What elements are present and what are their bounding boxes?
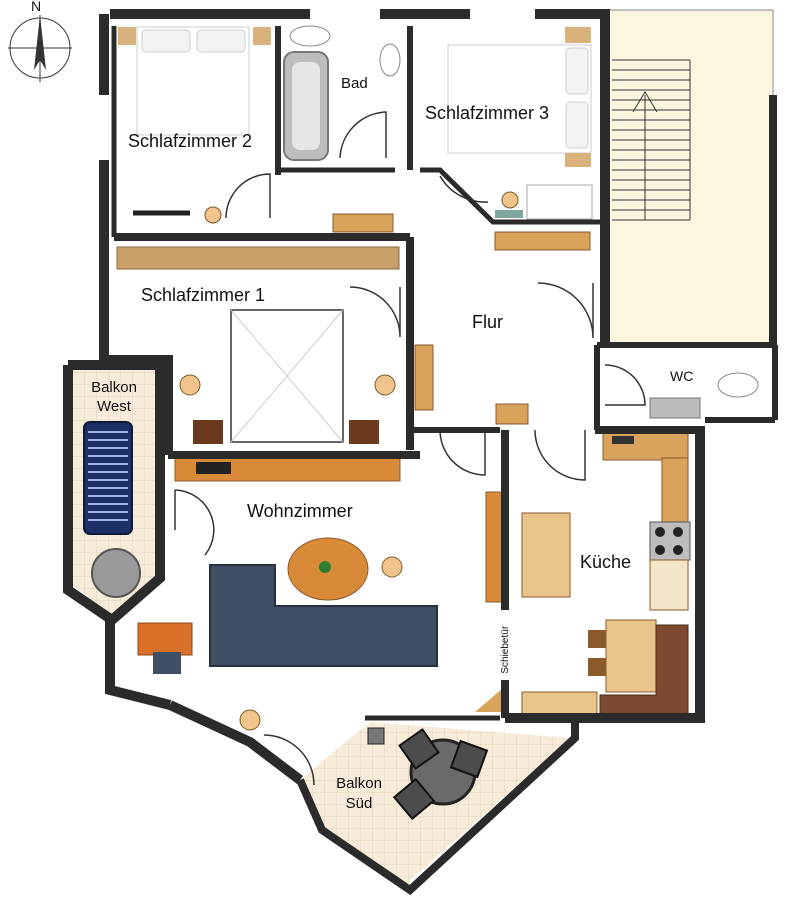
balcony-south — [300, 722, 570, 885]
room-label-balkon-west-1: Balkon — [91, 379, 137, 396]
room-label-kueche: Küche — [580, 552, 632, 572]
hallway-furniture — [225, 173, 594, 425]
sun-lounger — [83, 421, 133, 535]
compass-icon — [8, 15, 72, 82]
room-label-schlafzimmer-3: Schlafzimmer 3 — [425, 103, 550, 123]
living-room-furniture — [137, 429, 586, 786]
room-label-balkon-sued-1: Balkon — [336, 775, 382, 792]
round-table-west — [91, 548, 141, 598]
room-label-flur: Flur — [472, 312, 503, 332]
compass-north-label: N — [31, 0, 42, 14]
patio-set — [367, 727, 489, 821]
room-label-schlafzimmer-1: Schlafzimmer 1 — [141, 285, 266, 305]
sliding-door-label: Schiebetür — [500, 625, 512, 674]
staircase — [607, 9, 777, 346]
wc-furniture — [600, 352, 770, 420]
balcony-west — [72, 370, 155, 615]
room-label-balkon-sued-2: Süd — [345, 795, 373, 812]
bedroom-3-furniture — [447, 27, 593, 220]
bathroom-furniture — [283, 25, 401, 161]
room-label-balkon-west-2: West — [97, 398, 131, 415]
bedroom-2-furniture — [118, 26, 271, 224]
room-label-bad: Bad — [341, 75, 368, 92]
room-label-wc: WC — [670, 368, 694, 384]
bedroom-1-furniture — [116, 246, 400, 444]
walls — [63, 9, 778, 896]
room-label-wohnzimmer: Wohnzimmer — [247, 501, 353, 521]
room-label-schlafzimmer-2: Schlafzimmer 2 — [128, 131, 253, 151]
